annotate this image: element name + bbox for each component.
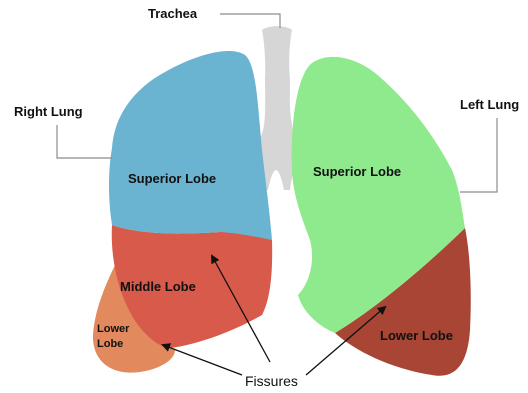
right-superior-lobe-shape [109, 51, 272, 240]
left-lung-leader-line [460, 118, 497, 192]
right-lung-leader-line [57, 125, 112, 158]
fissure-arrow-lower [163, 345, 242, 375]
right-lung-label: Right Lung [14, 105, 83, 118]
left-lung-label: Left Lung [460, 98, 519, 111]
right-lower-lobe-label: Lower Lobe [97, 322, 129, 352]
trachea-leader-line [220, 14, 280, 28]
right-superior-lobe-label: Superior Lobe [128, 172, 216, 185]
right-middle-lobe-label: Middle Lobe [120, 280, 196, 293]
trachea-label: Trachea [148, 7, 197, 20]
left-lower-lobe-label: Lower Lobe [380, 329, 453, 342]
fissures-label: Fissures [245, 374, 298, 388]
left-superior-lobe-label: Superior Lobe [313, 165, 401, 178]
